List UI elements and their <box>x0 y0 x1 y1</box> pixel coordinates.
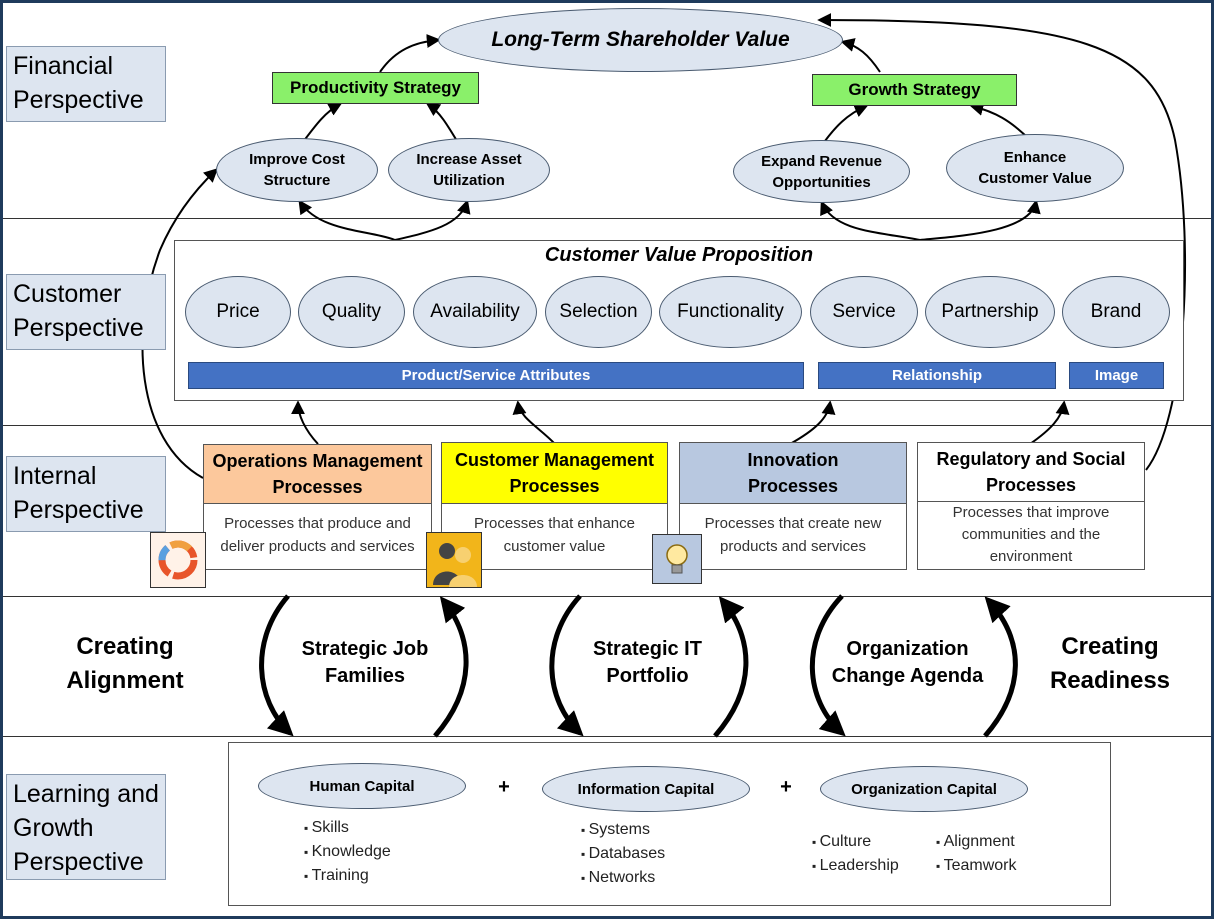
strategic-it-portfolio: Strategic IT Portfolio <box>593 638 702 687</box>
learning-growth-perspective-label: Learning and Growth Perspective <box>6 774 166 880</box>
long-term-shareholder-value: Long-Term Shareholder Value <box>438 8 843 72</box>
product-service-attributes-bar: Product/Service Attributes <box>188 362 804 389</box>
productivity-strategy: Productivity Strategy <box>272 72 479 104</box>
attribute-functionality: Functionality <box>659 276 802 348</box>
innovation-description: Processes that create new products and s… <box>704 515 882 555</box>
creating-readiness-label: Creating Readiness <box>1049 633 1171 694</box>
innovation-title: Innovation Processes <box>680 443 906 504</box>
creating-alignment-label: Creating Alignment <box>66 633 184 694</box>
financial-perspective-label: Financial Perspective <box>6 46 166 122</box>
customer-management-title: Customer Management Processes <box>442 443 667 504</box>
customer-perspective-label: Customer Perspective <box>6 274 166 350</box>
operations-management-title: Operations Management Processes <box>204 445 431 504</box>
attribute-brand: Brand <box>1062 276 1170 348</box>
innovation-process: Innovation Processes Processes that crea… <box>679 442 907 570</box>
image-bar: Image <box>1069 362 1164 389</box>
attribute-quality: Quality <box>298 276 405 348</box>
organization-change-agenda: Organization Change Agenda <box>831 638 984 687</box>
divider-customer-internal <box>3 425 1211 426</box>
increase-asset-utilization: Increase Asset Utilization <box>388 138 550 202</box>
internal-perspective-label: Internal Perspective <box>6 456 166 532</box>
attribute-service: Service <box>810 276 918 348</box>
growth-strategy: Growth Strategy <box>812 74 1017 106</box>
customer-value-proposition-title: Customer Value Proposition <box>544 244 814 266</box>
operations-management-description: Processes that produce and deliver produ… <box>220 515 415 555</box>
enhance-customer-value: Enhance Customer Value <box>946 134 1124 202</box>
list-item: Networks <box>581 866 665 890</box>
strategic-job-families: Strategic Job Families <box>301 638 429 687</box>
list-item: Leadership <box>812 854 899 878</box>
organization-capital: Organization Capital <box>820 766 1028 812</box>
list-item: Training <box>304 864 391 888</box>
attribute-selection: Selection <box>545 276 652 348</box>
regulatory-social-title: Regulatory and Social Processes <box>918 443 1144 502</box>
information-capital: Information Capital <box>542 766 750 812</box>
information-capital-list: Systems Databases Networks <box>581 818 666 890</box>
organization-capital-list-left: Culture Leadership <box>812 830 899 878</box>
list-item: Skills <box>304 816 391 840</box>
attribute-availability: Availability <box>413 276 537 348</box>
customer-people-icon <box>426 532 482 588</box>
operations-cycle-icon <box>150 532 206 588</box>
relationship-bar: Relationship <box>818 362 1056 389</box>
human-capital: Human Capital <box>258 763 466 809</box>
plus-sign-1: + <box>498 776 510 798</box>
list-item: Alignment <box>936 830 1017 854</box>
divider-financial-customer <box>3 218 1211 219</box>
customer-management-process: Customer Management Processes Processes … <box>441 442 668 570</box>
list-item: Knowledge <box>304 840 391 864</box>
organization-capital-list-right: Alignment Teamwork <box>936 830 1017 878</box>
attribute-price: Price <box>185 276 291 348</box>
operations-management-process: Operations Management Processes Processe… <box>203 444 432 570</box>
list-item: Culture <box>812 830 899 854</box>
human-capital-list: Skills Knowledge Training <box>304 816 391 888</box>
list-item: Systems <box>581 818 665 842</box>
attribute-partnership: Partnership <box>925 276 1055 348</box>
improve-cost-structure: Improve Cost Structure <box>216 138 378 202</box>
customer-management-description: Processes that enhance customer value <box>474 515 635 555</box>
list-item: Teamwork <box>936 854 1017 878</box>
divider-alignment-learning <box>3 736 1211 737</box>
innovation-lightbulb-icon <box>652 534 702 584</box>
divider-internal-alignment <box>3 596 1211 597</box>
regulatory-social-process: Regulatory and Social Processes Processe… <box>917 442 1145 570</box>
plus-sign-2: + <box>780 776 792 798</box>
expand-revenue-opportunities: Expand Revenue Opportunities <box>733 140 910 203</box>
list-item: Databases <box>581 842 666 866</box>
regulatory-social-description: Processes that improve communities and t… <box>952 504 1110 565</box>
